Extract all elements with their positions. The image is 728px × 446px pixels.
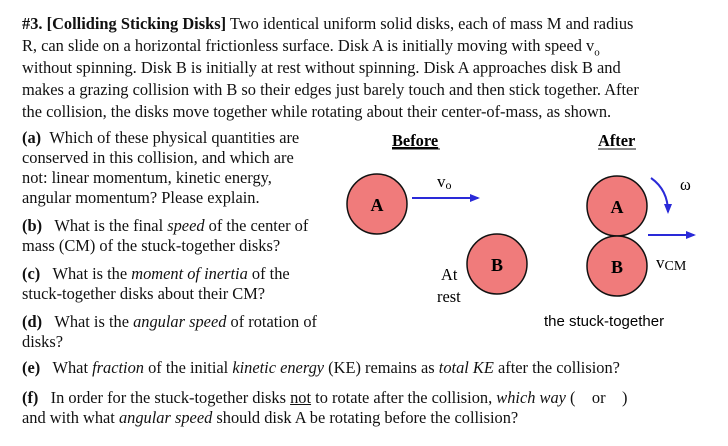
v0-sub: o (446, 178, 452, 192)
before-disk-a-label: A (371, 195, 384, 215)
problem-text-line-3: without spinning. Disk B is initially at… (22, 58, 621, 77)
before-disk-b (466, 233, 528, 295)
problem-header-line-2: R, can slide on a horizontal frictionles… (22, 36, 600, 62)
vcm-sub: CM (665, 259, 687, 274)
part-d-post: of rotation of (226, 312, 318, 331)
after-label: After (598, 131, 635, 150)
part-f-em: which way (496, 388, 566, 407)
part-b-label: (b) (22, 216, 43, 235)
part-f-not: not (290, 388, 312, 407)
problem-text-line-1: Two identical uniform solid disks, each … (229, 14, 634, 33)
part-a-text-4: angular momentum? Please explain. (22, 188, 260, 207)
after-disk-b-label: B (611, 257, 623, 277)
after-disk-a-label: A (611, 197, 624, 217)
part-c-line-1: (c) What is the moment of inertia of the (22, 264, 290, 283)
vcm-symbol: v (656, 253, 665, 272)
vcm-label: vCM (656, 253, 687, 274)
problem-title: [Colliding Sticking Disks] (46, 14, 227, 33)
part-c-text-2: stuck-together disks about their CM? (22, 284, 266, 303)
part-d-pre: What is the (54, 312, 134, 331)
part-d-label: (d) (22, 312, 43, 331)
at-rest-line-2: rest (437, 287, 461, 306)
before-disk-a (346, 173, 408, 235)
part-a-text-3: not: linear momentum, kinetic energy, (22, 168, 272, 187)
part-b-pre: What is the final (54, 216, 168, 235)
before-disk-b-label: B (491, 255, 503, 275)
part-f-paren-open: ( (565, 388, 576, 407)
part-e-em2: kinetic energy (232, 358, 325, 377)
part-b-post: of the center of (204, 216, 309, 235)
v0-symbol: v (437, 172, 446, 191)
part-b-text-2: mass (CM) of the stuck-together disks? (22, 236, 281, 255)
part-c-label: (c) (22, 264, 41, 283)
part-f-or: or (591, 388, 606, 407)
part-f-paren-close: ) (621, 388, 628, 407)
part-d-text-2: disks? (22, 332, 63, 351)
part-e-mid2: (KE) remains as (324, 358, 439, 377)
before-label: Before (392, 131, 438, 150)
part-a-text-1: Which of these physical quantities are (49, 128, 300, 147)
figure-caption: the stuck-together (544, 313, 664, 330)
part-e-post: after the collision? (493, 358, 620, 377)
part-a-text-2: conserved in this collision, and which a… (22, 148, 294, 167)
part-e-em3: total KE (438, 358, 494, 377)
part-e-line: (e) What fraction of the initial kinetic… (22, 358, 620, 377)
part-d-em: angular speed (133, 312, 227, 331)
v0-label: vo (437, 172, 452, 192)
part-d-line-1: (d) What is the angular speed of rotatio… (22, 312, 317, 331)
problem-v0-subscript: o (594, 46, 600, 59)
part-f-mid: to rotate after the collision, (311, 388, 497, 407)
part-a-label: (a) (22, 128, 42, 147)
part-f-label: (f) (22, 388, 39, 407)
omega-label: ω (680, 175, 691, 194)
part-e-pre: What (52, 358, 93, 377)
problem-text-line-4: makes a grazing collision with B so thei… (22, 80, 639, 99)
part-f-line-2: and with what angular speed should disk … (22, 408, 518, 427)
part-f-line-1: (f) In order for the stuck-together disk… (22, 388, 627, 407)
part-f-line2-em: angular speed (118, 408, 213, 427)
part-c-em: moment of inertia (131, 264, 248, 283)
problem-number: #3. (22, 14, 43, 33)
part-b-line-1: (b) What is the final speed of the cente… (22, 216, 308, 235)
part-f-pre: In order for the stuck-together disks (50, 388, 291, 407)
part-e-mid1: of the initial (144, 358, 233, 377)
part-a-line-1: (a) Which of these physical quantities a… (22, 128, 299, 147)
problem-text-line-5: the collision, the disks move together w… (22, 102, 612, 121)
problem-text-line-2: R, can slide on a horizontal frictionles… (22, 36, 595, 55)
part-c-pre: What is the (52, 264, 132, 283)
part-c-post: of the (247, 264, 290, 283)
after-disk-b (586, 235, 648, 297)
part-f-line2-pre: and with what (22, 408, 119, 427)
part-b-em: speed (167, 216, 205, 235)
part-e-em1: fraction (92, 358, 144, 377)
problem-header-line-1: #3. [Colliding Sticking Disks] Two ident… (22, 14, 633, 33)
at-rest-line-1: At (441, 265, 458, 284)
part-f-line2-post: should disk A be rotating before the col… (212, 408, 519, 427)
part-e-label: (e) (22, 358, 41, 377)
omega-arrow (650, 177, 672, 214)
